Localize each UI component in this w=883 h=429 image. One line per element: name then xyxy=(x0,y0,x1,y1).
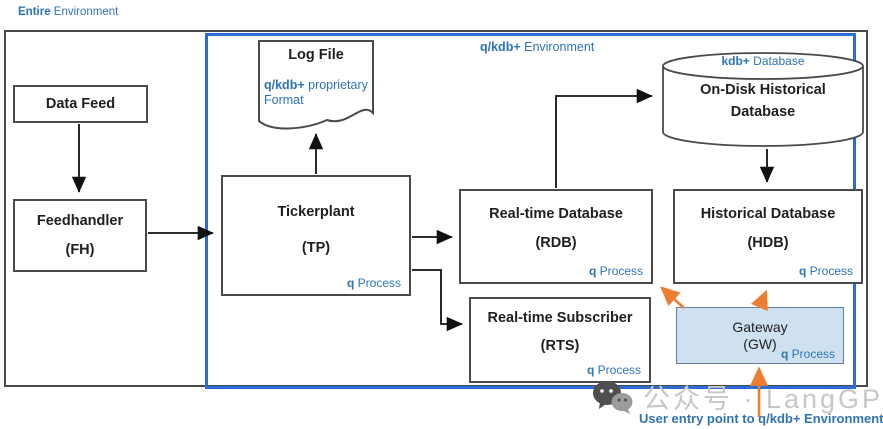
log-file-note-rest: proprietary Format xyxy=(264,78,368,107)
log-file-note: q/kdb+ proprietary Format xyxy=(264,78,370,108)
rdb-q-process-label: q Process xyxy=(589,264,643,278)
kdb-database-label-bold: kdb+ xyxy=(721,54,750,68)
rdb-abbr: (RDB) xyxy=(535,235,577,251)
tickerplant-title: Tickerplant xyxy=(277,203,355,220)
log-file-title-text: Log File xyxy=(288,47,344,63)
node-feedhandler: Feedhandler (FH) xyxy=(13,199,147,272)
log-file-note-bold: q/kdb+ xyxy=(264,78,305,92)
process-rest: Process xyxy=(596,264,643,278)
kdb-database-label-rest: Database xyxy=(749,54,805,68)
node-data-feed: Data Feed xyxy=(13,85,148,123)
log-file-title: Log File xyxy=(258,46,374,64)
gateway-abbr: (GW) xyxy=(743,336,777,352)
process-rest: Process xyxy=(594,363,641,377)
user-entry-label: User entry point to q/kdb+ Environment xyxy=(639,411,883,426)
tickerplant-abbr: (TP) xyxy=(301,239,331,256)
entire-environment-label-rest: Environment xyxy=(50,6,119,18)
on-disk-database-cylinder xyxy=(662,52,864,147)
rts-abbr: (RTS) xyxy=(540,338,580,354)
node-hdb: Historical Database (HDB) q Process xyxy=(673,189,863,284)
on-disk-title-line1: On-Disk Historical xyxy=(700,82,826,98)
q-bold: q xyxy=(780,347,789,361)
on-disk-title-line2: Database xyxy=(730,103,796,120)
q-bold: q xyxy=(586,363,595,377)
data-feed-title: Data Feed xyxy=(45,96,116,112)
node-rdb: Real-time Database (RDB) q Process xyxy=(459,189,653,284)
feedhandler-abbr: (FH) xyxy=(65,242,95,258)
node-rts: Real-time Subscriber (RTS) q Process xyxy=(469,297,651,383)
node-tickerplant: Tickerplant (TP) q Process xyxy=(221,175,411,296)
process-rest: Process xyxy=(806,264,853,278)
qkdb-environment-label: q/kdb+ Environment xyxy=(480,40,594,54)
kdb-database-label: kdb+ Database xyxy=(661,54,865,68)
process-rest: Process xyxy=(354,276,401,290)
qkdb-environment-label-bold: q/kdb+ xyxy=(480,40,521,54)
feedhandler-title: Feedhandler xyxy=(36,213,124,229)
qkdb-environment-label-rest: Environment xyxy=(520,40,595,54)
gateway-title: Gateway xyxy=(732,319,788,335)
gateway-q-process-label: q Process xyxy=(781,347,835,361)
rts-title: Real-time Subscriber xyxy=(487,310,633,326)
tickerplant-q-process-label: q Process xyxy=(347,276,401,290)
q-bold: q xyxy=(798,264,807,278)
on-disk-database-title: On-Disk Historical Database xyxy=(661,80,865,124)
process-rest: Process xyxy=(788,347,835,361)
q-bold: q xyxy=(346,276,355,290)
q-bold: q xyxy=(588,264,597,278)
hdb-title: Historical Database xyxy=(700,206,836,222)
entire-environment-label-bold: Entire xyxy=(18,6,51,18)
hdb-q-process-label: q Process xyxy=(799,264,853,278)
node-gateway: Gateway (GW) q Process xyxy=(676,307,844,364)
log-file-document-shape xyxy=(258,40,374,130)
entire-environment-label: Entire Environment xyxy=(18,6,118,18)
rdb-title: Real-time Database xyxy=(489,206,623,222)
hdb-abbr: (HDB) xyxy=(747,235,789,251)
rts-q-process-label: q Process xyxy=(587,363,641,377)
